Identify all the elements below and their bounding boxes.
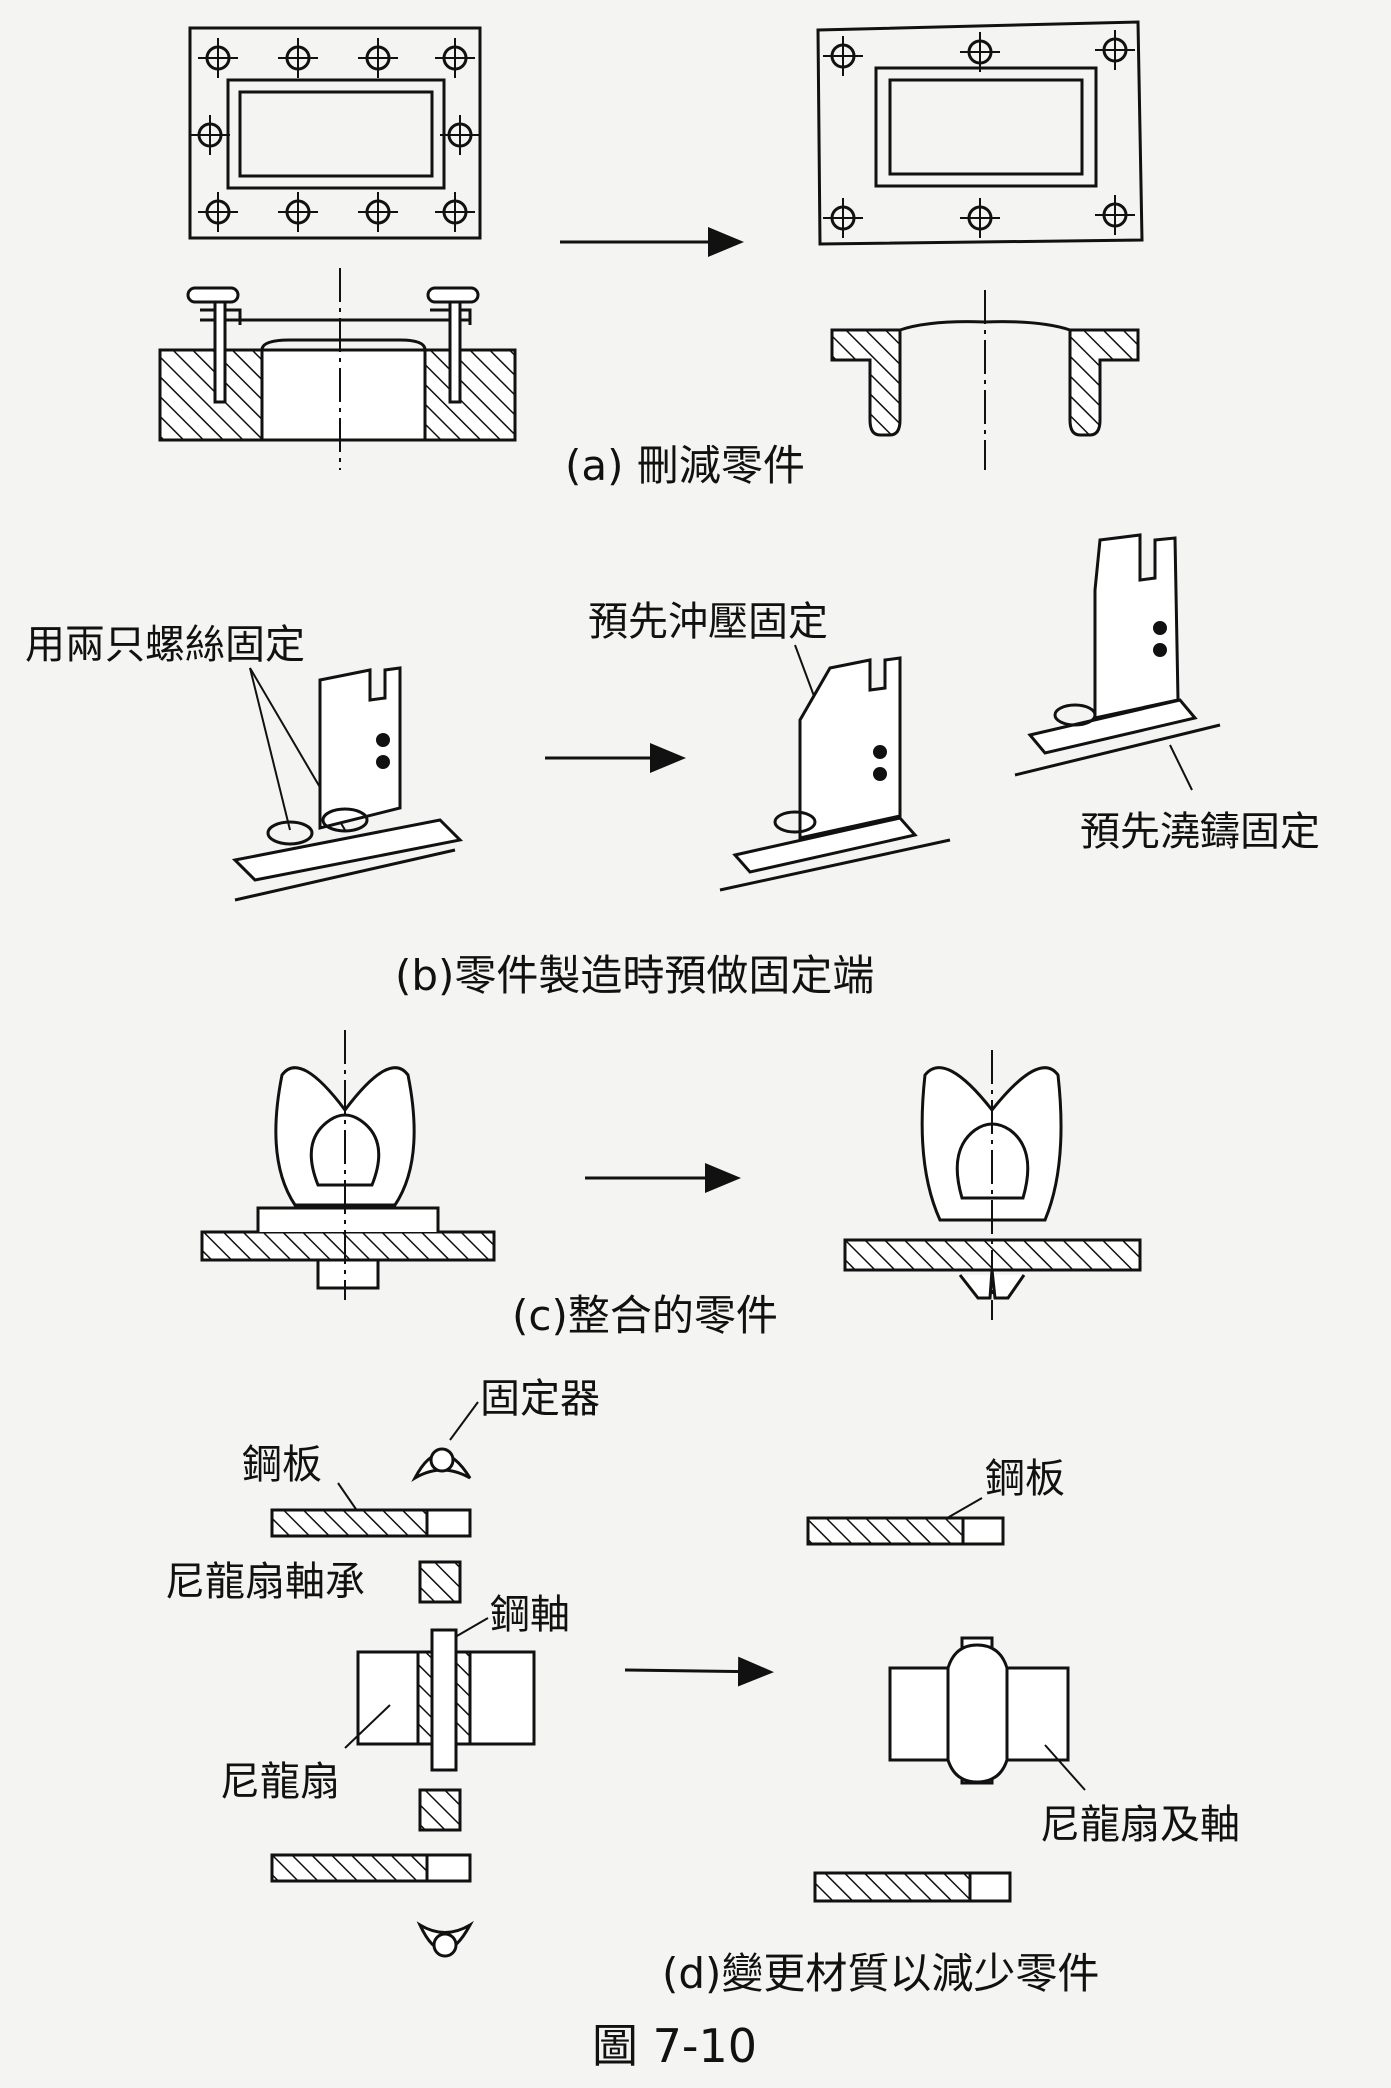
panel-a-before-top-view	[188, 26, 482, 240]
panel-d: 固定器 鋼板 尼龍扇軸承 鋼軸 尼龍扇 鋼板	[165, 1376, 1240, 1998]
label-pre-cast: 預先澆鑄固定	[1080, 809, 1320, 855]
panel-a-caption: (a) 刪減零件	[565, 441, 805, 490]
label-nylon-fan: 尼龍扇	[220, 1759, 340, 1805]
panel-a-after-section-view	[830, 290, 1140, 470]
panel-c-after-clip	[843, 1050, 1142, 1320]
label-nylon-fan-shaft: 尼龍扇及軸	[1040, 1802, 1240, 1848]
label-two-screws: 用兩只螺絲固定	[25, 622, 305, 668]
nylon-bearing-top	[418, 1560, 462, 1604]
label-pre-stamp: 預先沖壓固定	[588, 599, 828, 645]
panel-d-caption: (d)變更材質以減少零件	[662, 1949, 1099, 1998]
panel-a: (a) 刪減零件	[158, 20, 1144, 490]
panel-a-after-top-view	[816, 20, 1144, 246]
steel-plate-bottom-right	[813, 1871, 1012, 1903]
nylon-fan-shaft-right	[888, 1636, 1070, 1785]
panel-b-before-bracket	[231, 666, 464, 902]
steel-plate-top-right	[806, 1516, 1005, 1546]
label-steel-shaft: 鋼軸	[490, 1592, 570, 1638]
figure-title: 圖 7-10	[592, 2019, 757, 2073]
label-steel-plate-right: 鋼板	[985, 1456, 1065, 1502]
steel-plate-top-left	[270, 1508, 472, 1538]
panel-c: (c)整合的零件	[200, 1030, 1142, 1340]
label-fastener: 固定器	[480, 1376, 600, 1422]
panel-d-arrow	[624, 1656, 774, 1687]
label-nylon-bearing: 尼龍扇軸承	[165, 1559, 365, 1605]
panel-c-caption: (c)整合的零件	[512, 1291, 778, 1340]
panel-a-before-section-view	[158, 268, 517, 470]
panel-c-before-clip	[200, 1030, 496, 1300]
panel-b-middle-bracket	[719, 656, 951, 892]
steel-plate-bottom-left	[270, 1853, 472, 1883]
panel-b: 用兩只螺絲固定 預先沖壓固定 預先澆鑄固定	[25, 533, 1320, 1000]
panel-b-after-bracket	[1014, 533, 1221, 777]
label-steel-plate-left: 鋼板	[242, 1442, 322, 1488]
nylon-fan-left	[356, 1628, 536, 1772]
nylon-bearing-bottom	[418, 1788, 462, 1832]
panel-b-caption: (b)零件製造時預做固定端	[395, 951, 874, 1000]
